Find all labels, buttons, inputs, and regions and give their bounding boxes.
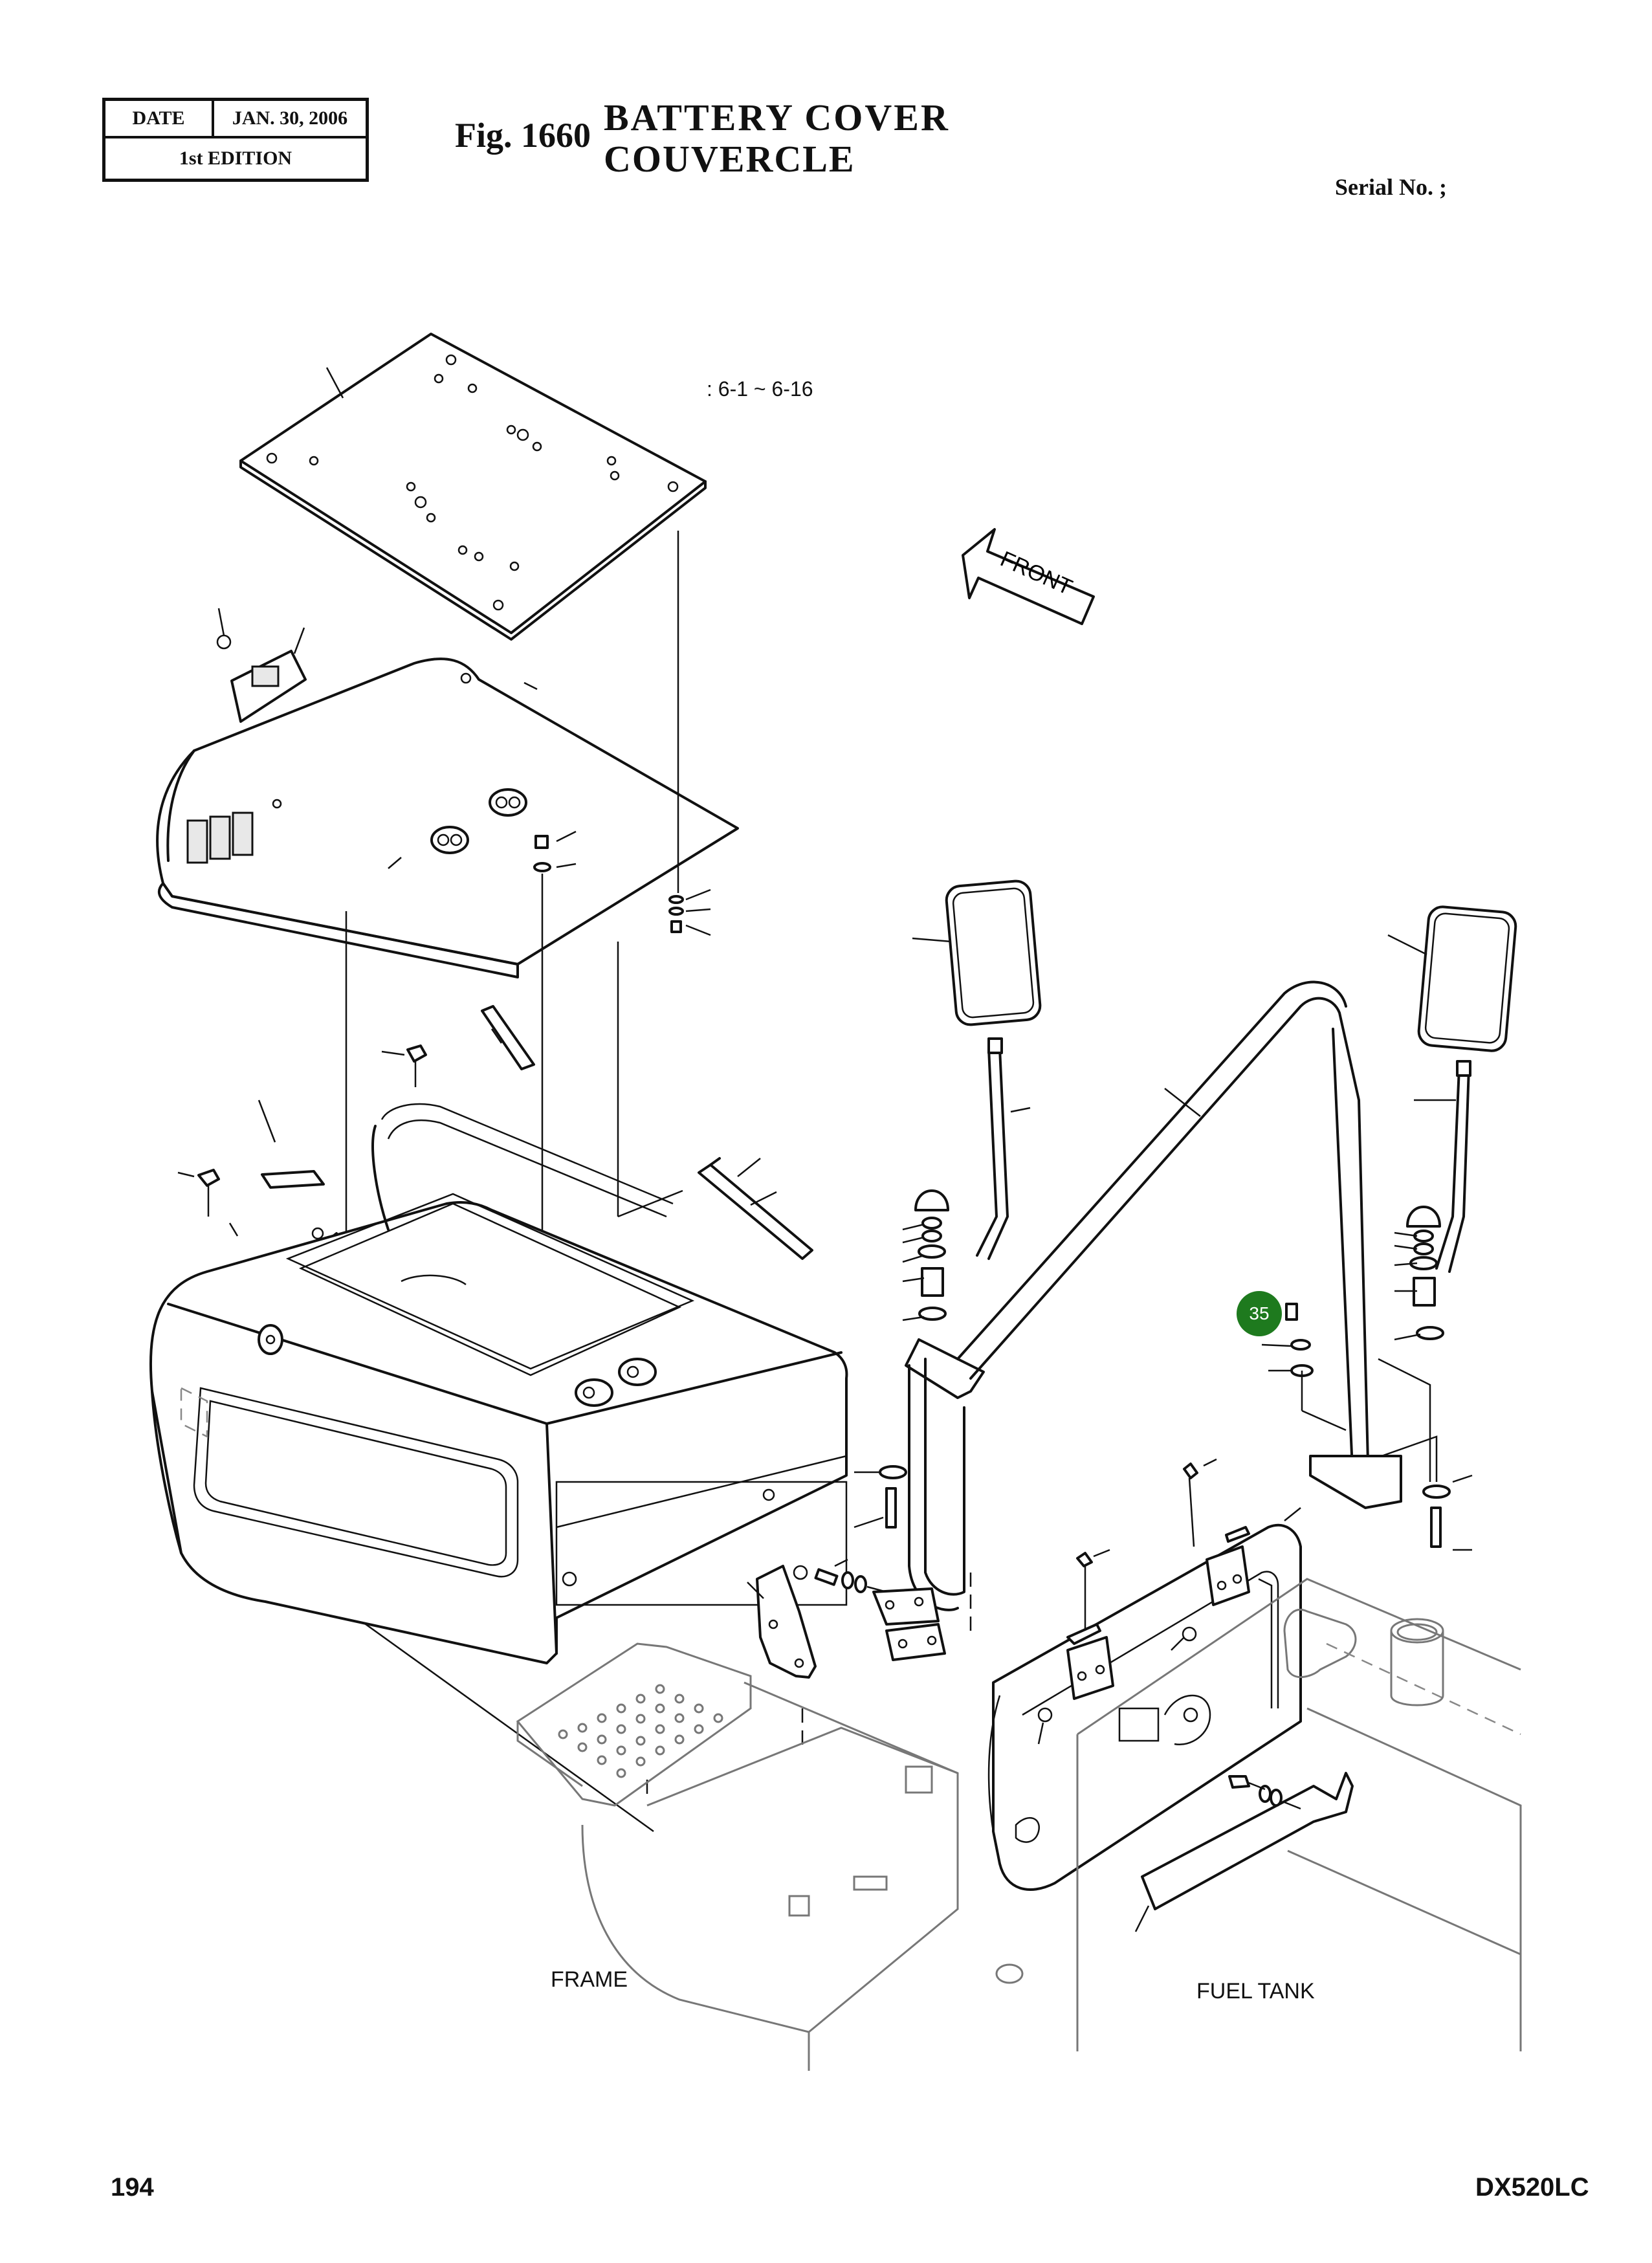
- model-name: DX520LC: [1475, 2173, 1589, 2202]
- lid-bolts: [533, 830, 711, 936]
- fuel-tank: [1076, 1578, 1522, 2051]
- top-plate: [239, 333, 707, 641]
- figure-number: Fig. 1660: [455, 116, 591, 155]
- date-value: JAN. 30, 2006: [232, 107, 348, 129]
- fuel-tank-bracket: [1134, 1772, 1354, 1932]
- battery-cover-lid: [156, 657, 739, 978]
- front-arrow: FRONT: [962, 528, 1095, 625]
- handrail-bolts: [854, 1303, 1473, 1551]
- serial-number-label: Serial No. ;: [1335, 174, 1447, 200]
- latch-bracket: [216, 608, 307, 723]
- cover-hinge-bracket: [747, 1558, 887, 1679]
- strips: [258, 1005, 535, 1189]
- title-french: COUVERCLE: [604, 138, 855, 180]
- bolt-left: [177, 1044, 427, 1217]
- battery-box: [149, 1103, 848, 1664]
- callout-badge[interactable]: 35: [1237, 1291, 1282, 1336]
- fuel-tank-label: FUEL TANK: [1196, 1979, 1315, 2004]
- date-row: DATE JAN. 30, 2006: [105, 101, 366, 138]
- frame-label: FRAME: [551, 1967, 628, 1992]
- mirror-left: [902, 879, 1042, 1321]
- reference-range: : 6-1 ~ 6-16: [707, 377, 813, 401]
- frame-step: [516, 1642, 1024, 2071]
- title-english: BATTERY COVER: [604, 96, 950, 138]
- mirror-right: [1387, 905, 1517, 1341]
- date-box: DATE JAN. 30, 2006 1st EDITION: [102, 98, 369, 182]
- edition-label: 1st EDITION: [179, 148, 292, 169]
- handrail: [872, 980, 1402, 1661]
- page-number: 194: [111, 2173, 154, 2202]
- side-panel: [987, 1458, 1302, 1891]
- date-label: DATE: [105, 101, 214, 136]
